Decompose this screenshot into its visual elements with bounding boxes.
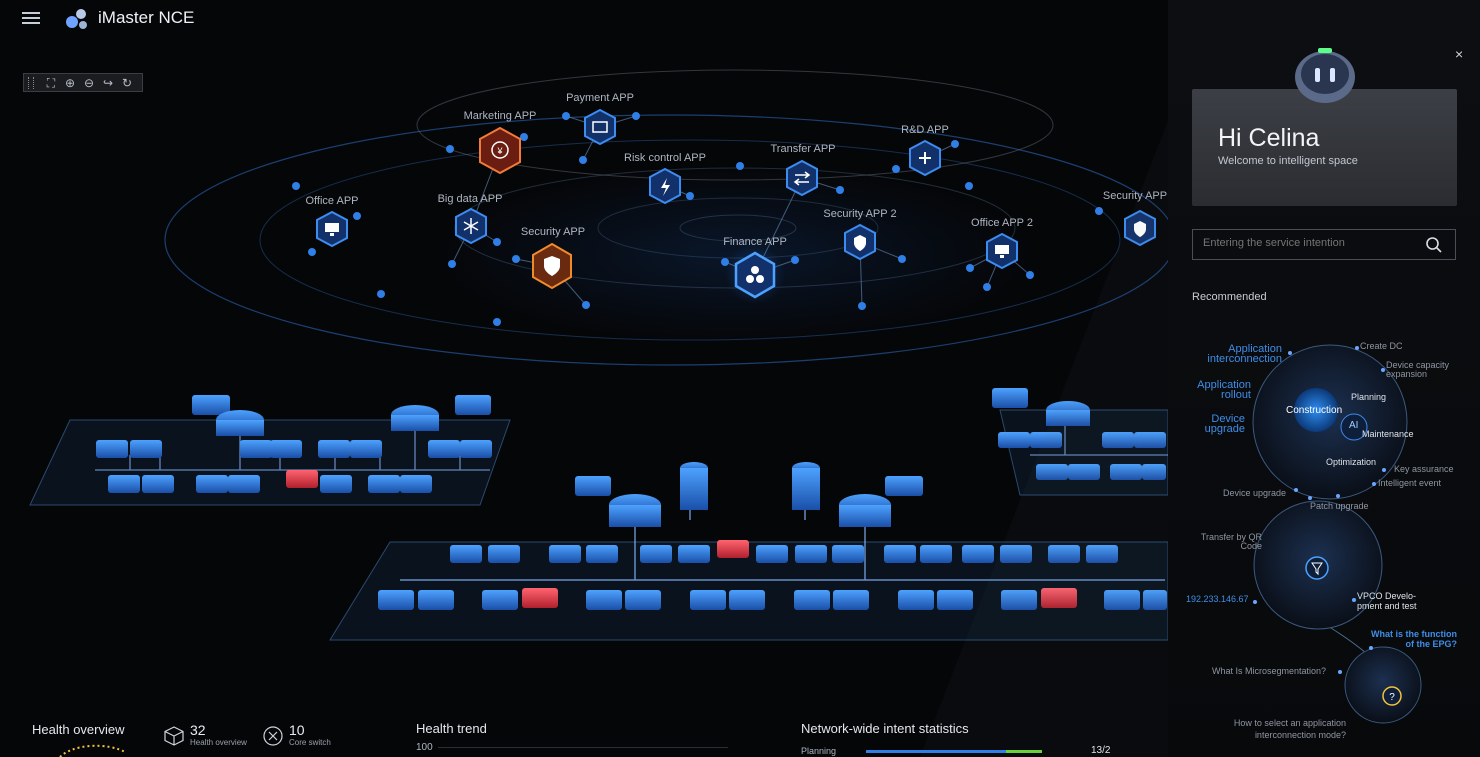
cube-icon xyxy=(164,726,184,746)
core-switch-icon xyxy=(263,726,283,746)
network-zone-right xyxy=(992,388,1169,496)
core-switch-label: Core switch xyxy=(289,738,331,747)
wheel-construction[interactable]: Construction xyxy=(1286,405,1343,416)
network-zone-center xyxy=(329,462,1169,641)
drag-handle-icon[interactable] xyxy=(28,76,34,89)
planning-label: Planning xyxy=(801,746,837,756)
zoom-in-icon[interactable]: ⊕ xyxy=(64,75,76,90)
label-rd-app: R&D APP xyxy=(901,124,949,136)
rec-vpco[interactable]: VPCO Develo-pment and test xyxy=(1357,591,1417,611)
app-node-security[interactable] xyxy=(532,242,572,290)
label-security-app: Security APP xyxy=(521,226,585,238)
close-icon[interactable]: × xyxy=(1455,46,1464,62)
label-marketing-app: Marketing APP xyxy=(464,110,537,122)
wheel-optimization[interactable]: Optimization xyxy=(1326,457,1377,467)
refresh-icon[interactable]: ↻ xyxy=(121,75,133,90)
app-node-security-2[interactable] xyxy=(844,223,876,261)
health-trend-title: Health trend xyxy=(416,721,487,736)
label-transfer-app: Transfer APP xyxy=(770,143,835,155)
app-title: iMaster NCE xyxy=(98,8,195,27)
app-node-risk-control[interactable] xyxy=(649,167,681,205)
app-node-big-data[interactable] xyxy=(455,207,487,245)
svg-text:?: ? xyxy=(1389,692,1395,703)
fullscreen-icon[interactable]: ⛶ xyxy=(46,75,56,90)
filter-icon[interactable] xyxy=(1305,556,1329,580)
zoom-out-icon[interactable]: ⊖ xyxy=(83,75,95,90)
app-node-marketing[interactable]: ¥ xyxy=(479,126,521,175)
app-node-payment[interactable] xyxy=(584,108,616,146)
svg-text:¥: ¥ xyxy=(496,146,503,156)
share-icon[interactable]: ↪ xyxy=(102,75,114,90)
recommended-heading: Recommended xyxy=(1192,291,1267,303)
greeting-subtitle: Welcome to intelligent space xyxy=(1218,155,1358,167)
map-toolbar: ⛶ ⊕ ⊖ ↪ ↻ xyxy=(23,73,143,92)
intent-stats-title: Network-wide intent statistics xyxy=(801,721,969,736)
label-office-app-2: Office APP 2 xyxy=(971,217,1033,229)
label-finance-app: Finance APP xyxy=(723,236,787,248)
recommendation-graph: ? xyxy=(1252,344,1422,724)
label-big-data-app: Big data APP xyxy=(438,193,503,205)
network-zone-left xyxy=(29,395,511,506)
core-switch-count: 10 xyxy=(289,722,305,738)
trend-gridline xyxy=(438,747,728,748)
construction-node[interactable] xyxy=(1294,388,1338,432)
health-count-label: Health overview xyxy=(190,738,247,747)
rec-key-assurance[interactable]: Key assurance xyxy=(1394,464,1454,474)
welcome-card xyxy=(1192,89,1457,206)
hamburger-menu-icon[interactable] xyxy=(22,9,40,25)
wheel-maintenance[interactable]: Maintenance xyxy=(1362,429,1414,439)
trend-axis-top: 100 xyxy=(416,742,433,753)
label-security-app-2: Security APP 2 xyxy=(823,208,896,220)
search-icon[interactable] xyxy=(1425,236,1443,254)
app-node-office[interactable] xyxy=(316,210,348,248)
rec-create-dc[interactable]: Create DC xyxy=(1360,341,1403,351)
wheel-planning[interactable]: Planning xyxy=(1351,392,1387,402)
rec-microsegmentation[interactable]: What Is Microsegmentation? xyxy=(1212,666,1327,676)
rec-ip-address[interactable]: 192.233.146.67 xyxy=(1186,594,1249,604)
health-count: 32 xyxy=(190,722,206,738)
rec-patch-upgrade[interactable]: Patch upgrade xyxy=(1310,501,1369,511)
imaster-logo-icon xyxy=(66,9,87,29)
planning-value: 13/2 xyxy=(1091,745,1111,756)
greeting-title: Hi Celina xyxy=(1218,124,1320,152)
app-node-finance[interactable] xyxy=(725,244,785,304)
app-node-transfer[interactable] xyxy=(786,159,818,197)
app-node-security-right[interactable] xyxy=(1124,209,1156,247)
question-icon[interactable] xyxy=(1382,686,1402,706)
rec-intelligent-event[interactable]: Intelligent event xyxy=(1378,478,1442,488)
app-node-office-2[interactable] xyxy=(986,232,1018,270)
label-security-app-right: Security APP xyxy=(1103,190,1167,202)
health-overview-title: Health overview xyxy=(32,722,125,737)
label-payment-app: Payment APP xyxy=(566,92,634,104)
robot-avatar-icon xyxy=(1295,48,1355,103)
app-node-rd[interactable] xyxy=(909,139,941,177)
rec-device-upgrade[interactable]: Device upgrade xyxy=(1223,488,1287,498)
wheel-ai[interactable]: AI xyxy=(1349,420,1359,431)
label-risk-control-app: Risk control APP xyxy=(624,152,706,164)
label-office-app: Office APP xyxy=(306,195,359,207)
ai-node[interactable] xyxy=(1340,413,1368,441)
intent-search-input[interactable] xyxy=(1203,237,1413,249)
